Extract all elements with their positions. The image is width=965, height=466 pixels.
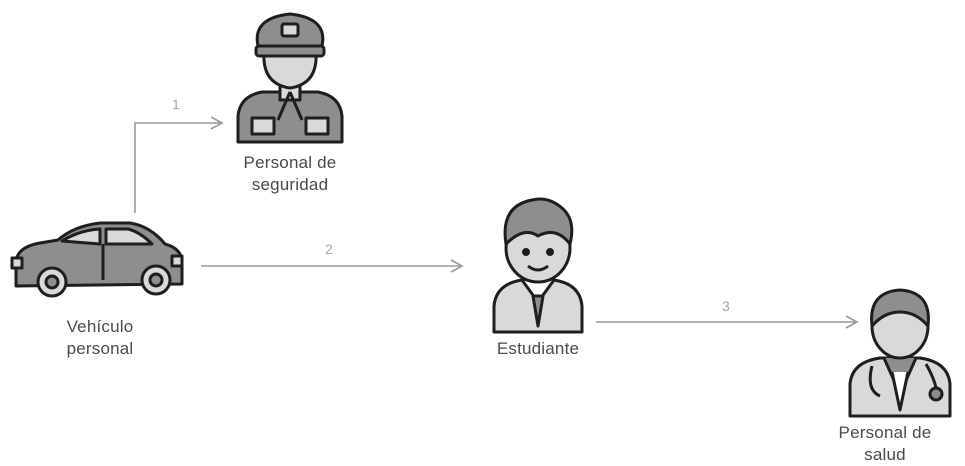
car-label-line2: personal xyxy=(66,339,134,358)
security-label-line2: seguridad xyxy=(251,175,329,194)
car-label-line1: Vehículo xyxy=(66,317,134,336)
student-icon xyxy=(492,197,584,334)
security-guard-icon xyxy=(236,12,344,144)
edge-label-1: 1 xyxy=(172,96,180,112)
student-label-line1: Estudiante xyxy=(496,339,580,358)
doctor-icon xyxy=(848,288,952,418)
edge-label-3: 3 xyxy=(722,298,730,314)
health-label-line1: Personal de xyxy=(838,423,932,442)
edge-label-2: 2 xyxy=(325,241,333,257)
health-label: Personal de salud xyxy=(805,422,965,466)
student-label: Estudiante xyxy=(448,338,628,360)
security-label: Personal de seguridad xyxy=(200,152,380,196)
edge-car-to-security xyxy=(134,116,224,213)
car-icon xyxy=(10,221,184,298)
security-label-line1: Personal de xyxy=(243,153,337,172)
car-label: Vehículo personal xyxy=(10,316,190,360)
health-label-line2: salud xyxy=(864,445,906,464)
